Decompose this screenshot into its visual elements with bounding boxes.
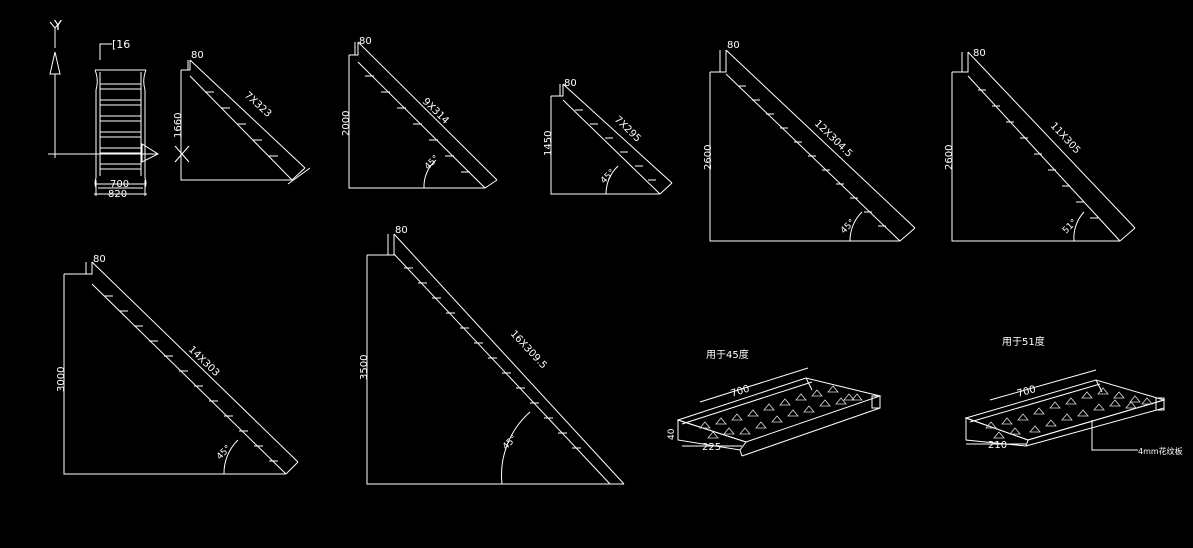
- tread-51-end-bracket: [1155, 397, 1165, 411]
- stair-3-angle-label: 45°: [599, 168, 617, 186]
- stair-1-steps-label: 7X323: [242, 90, 273, 120]
- stair-3-height-label: 1450: [543, 131, 554, 156]
- stair-7-treads: [404, 267, 581, 449]
- stair-6-height-label: 3000: [56, 367, 67, 392]
- stair-5: 80 2600 11X305 51°: [944, 48, 1136, 242]
- stair-3-steps-label: 7X295: [612, 114, 643, 144]
- stair-1-treads: [205, 91, 278, 157]
- tread-51-pattern: [985, 387, 1153, 439]
- stair-6-angle-arc: [223, 439, 239, 475]
- stair-2: 80 2000 9X314 45°: [341, 36, 498, 189]
- stair-5-treads: [978, 89, 1098, 219]
- stair-6: 80 3000 14X303 45°: [56, 254, 299, 475]
- stair-6-top-label: 80: [93, 254, 106, 265]
- tread-51-leader-line: [1091, 420, 1138, 451]
- left-rail: [94, 69, 98, 189]
- tread-detail-45: 用于45度: [667, 348, 882, 457]
- stair-2-steps-label: 9X314: [420, 96, 451, 126]
- stair-3-top-label: 80: [564, 78, 577, 89]
- tread-51-depth-label: 210: [988, 440, 1007, 451]
- tread-45-depth-label: 225: [702, 442, 721, 453]
- tread-45-end-bracket: [871, 395, 881, 409]
- tread-51-note-label: 4mm花纹板: [1138, 446, 1183, 456]
- stair-2-angle-arc: [423, 159, 437, 189]
- y-axis-arrow-icon: [49, 51, 61, 75]
- outer-width-label: 820: [108, 189, 127, 200]
- stair-7-top-label: 80: [395, 225, 408, 236]
- stair-4-angle-arc: [849, 211, 863, 242]
- stair-3-angle-arc: [605, 165, 619, 195]
- stair-7-angle-arc: [501, 411, 531, 485]
- inner-width-label: 700: [110, 179, 129, 190]
- stair-7-angle-label: 45°: [501, 434, 519, 452]
- tread-51-length-label: 700: [1016, 384, 1037, 400]
- side-treads: [99, 83, 142, 170]
- right-rail: [143, 69, 147, 189]
- stair-4-steps-label: 12X304.5: [812, 118, 854, 159]
- stair-5-angle-arc: [1073, 211, 1085, 242]
- stair-3: 80 1450 7X295 45°: [543, 78, 673, 195]
- stair-5-steps-label: 11X305: [1048, 121, 1082, 157]
- tread-51-length-dim: [989, 369, 1097, 401]
- stair-1-top-label: 80: [191, 50, 204, 61]
- x-axis-arrow-icon: [141, 143, 160, 163]
- tread-detail-45-title: 用于45度: [706, 348, 749, 361]
- stair-2-treads: [365, 75, 470, 173]
- tread-45-thickness-label: 40: [667, 428, 677, 440]
- stair-4: 80 2600 12X304.5 45°: [703, 40, 916, 242]
- stair-4-top-label: 80: [727, 40, 740, 51]
- y-axis-label: Y: [53, 19, 62, 34]
- stair-4-treads: [738, 85, 886, 227]
- stair-5-height-label: 2600: [944, 145, 955, 170]
- stair-6-treads: [104, 295, 278, 462]
- tread-45-pattern: [699, 385, 863, 439]
- tread-45-length-dim: [699, 367, 809, 403]
- channel-label: [16: [112, 38, 130, 51]
- tread-51-top-face: [964, 379, 1166, 441]
- stair-2-top-label: 80: [359, 36, 372, 47]
- stair-5-top-label: 80: [973, 48, 986, 59]
- tread-45-top-face: [676, 377, 882, 443]
- stair-1: 80 1660 7X323: [173, 50, 311, 185]
- side-view: Y [16 700 820: [48, 19, 160, 200]
- stair-2-angle-label: 45°: [423, 154, 441, 172]
- stair-7-height-label: 3500: [359, 355, 370, 380]
- tread-detail-51: 用于51度: [964, 335, 1183, 456]
- stair-2-height-label: 2000: [341, 111, 352, 136]
- stair-5-angle-label: 51°: [1061, 218, 1079, 236]
- stair-3-treads: [575, 109, 656, 181]
- stair-4-angle-label: 45°: [839, 218, 857, 236]
- stair-4-height-label: 2600: [703, 145, 714, 170]
- stair-6-angle-label: 45°: [215, 444, 233, 462]
- stair-1-height-label: 1660: [173, 113, 184, 138]
- tread-detail-51-title: 用于51度: [1002, 335, 1045, 348]
- stair-6-steps-label: 14X303: [186, 344, 221, 379]
- stair-7: 80 3500 16X309.5 45°: [359, 225, 625, 485]
